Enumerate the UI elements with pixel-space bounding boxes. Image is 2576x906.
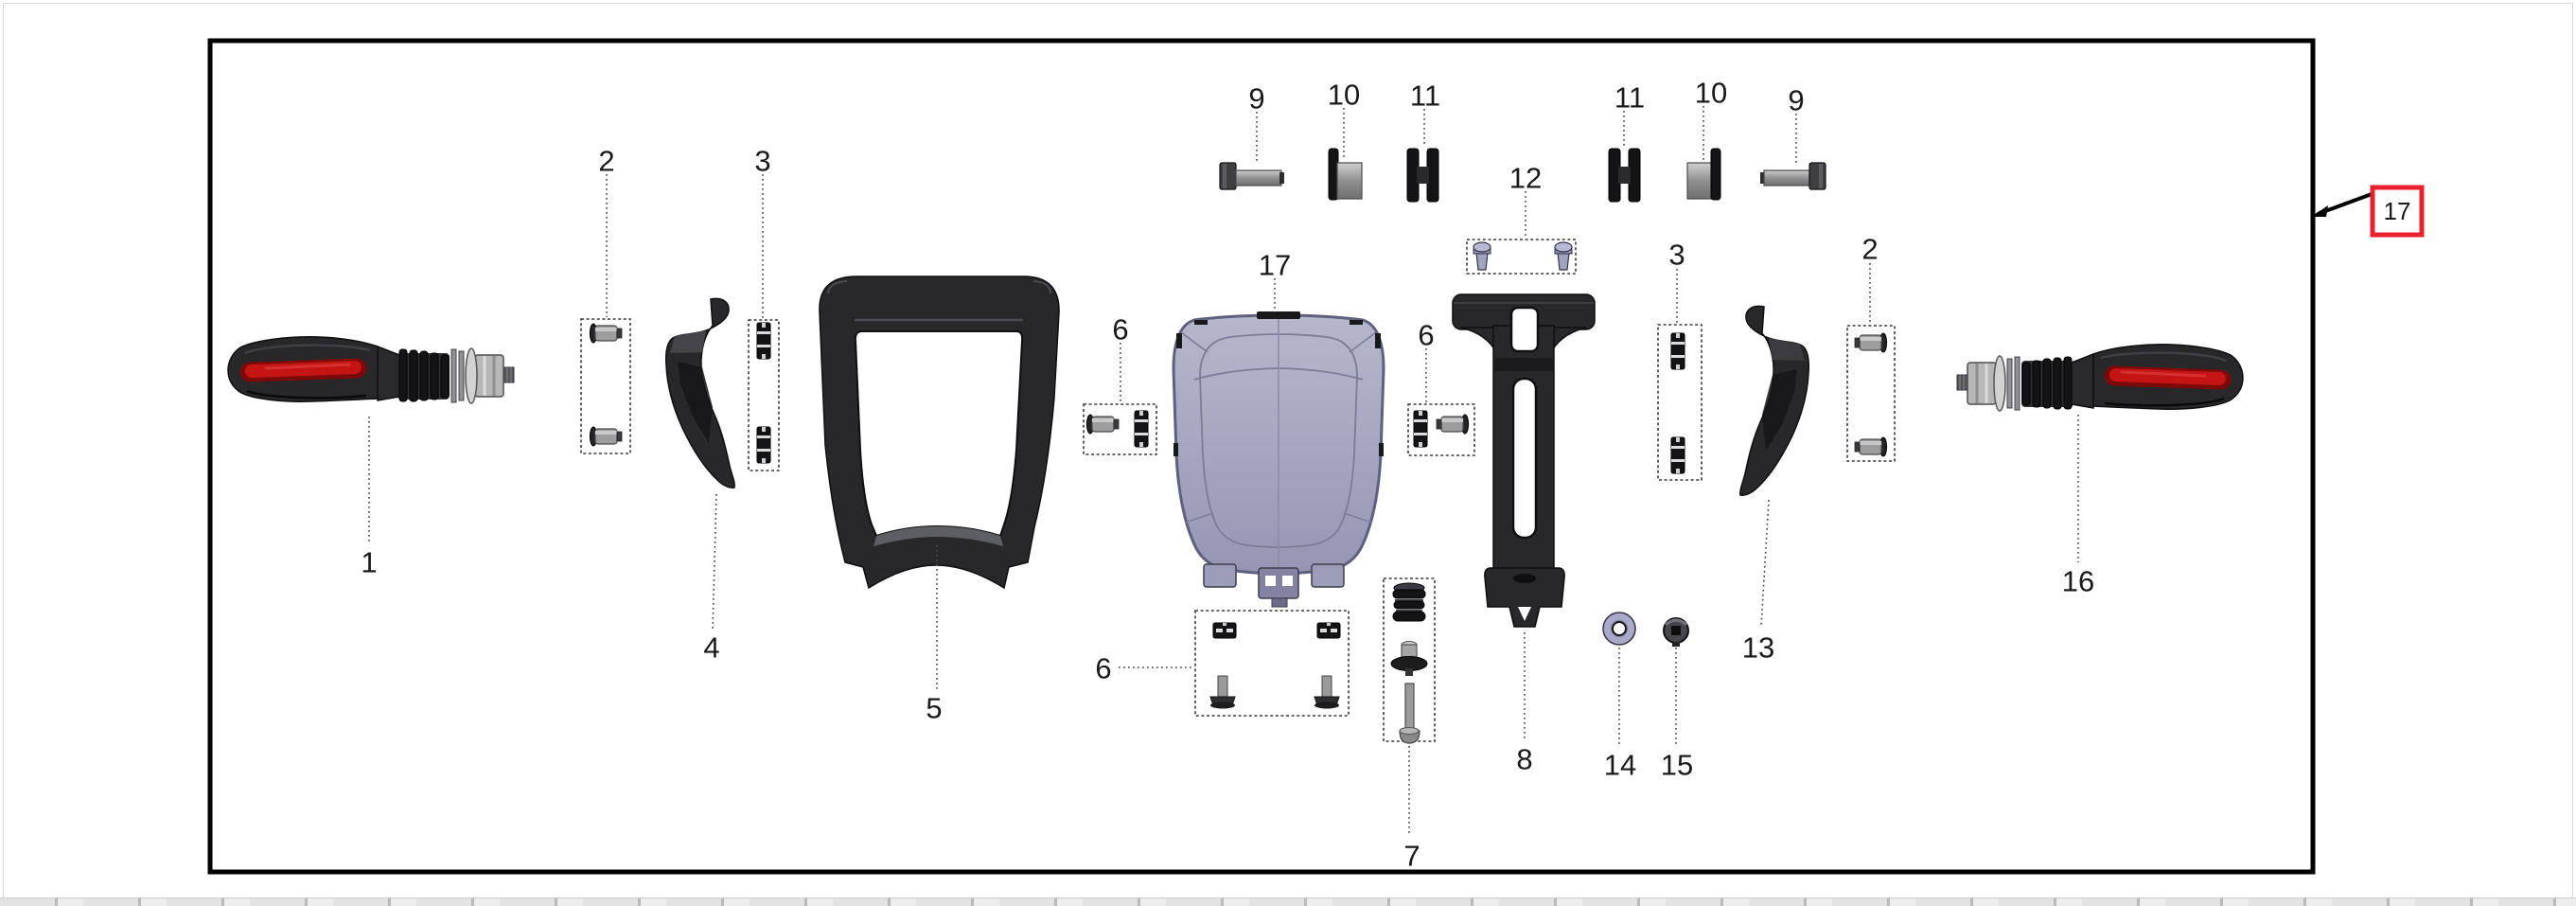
- diagram-frame-border: [207, 38, 2316, 875]
- callout-14-15: 14: [1604, 749, 1636, 782]
- callout-8-9: 8: [1516, 743, 1532, 776]
- part-6-hardware-box-bottom: [1194, 610, 1350, 717]
- callout-16-17: 16: [2062, 565, 2094, 598]
- callout-11-23: 11: [1614, 81, 1645, 115]
- callout-6-6: 6: [1418, 319, 1434, 352]
- part-9-screw-left: [1219, 162, 1284, 190]
- part-3-clip-box-left: [748, 319, 780, 471]
- part-5-headlight-mask: [819, 275, 1060, 590]
- part-2-screw-box-left: [580, 318, 631, 454]
- part-3-clip-box-right: [1657, 324, 1703, 481]
- callout-1-0: 1: [361, 546, 377, 579]
- callout-3-2: 3: [754, 145, 770, 178]
- part-2-screw-box-right: [1846, 325, 1896, 462]
- leader-line-14: [1760, 499, 1770, 628]
- callout-4-3: 4: [703, 631, 719, 665]
- part-10-bushing-left: [1328, 148, 1363, 201]
- callout-9-21: 9: [1788, 84, 1804, 117]
- callout-15-16: 15: [1661, 749, 1693, 782]
- part-15-nut: [1663, 617, 1689, 647]
- part-7-hardware-box: [1383, 577, 1436, 744]
- callout-3-20: 3: [1668, 239, 1685, 272]
- callout-13-14: 13: [1742, 631, 1774, 665]
- part-17-headlight-lens: [1172, 311, 1385, 608]
- callout-6-5: 6: [1112, 313, 1128, 346]
- part-16-turn-signal-right: [1957, 345, 2243, 411]
- part-12-screw-box: [1466, 239, 1577, 275]
- callout-12-13: 12: [1509, 162, 1542, 195]
- part-8-mounting-stay: [1452, 293, 1596, 628]
- leader-lines: [368, 106, 2079, 835]
- callout-2-19: 2: [1861, 233, 1878, 266]
- part-9-screw-right: [1760, 162, 1826, 190]
- ref-box-outline: [2370, 185, 2425, 238]
- part-11-grommet-left: [1406, 148, 1439, 203]
- part-4-bracket-left: [665, 297, 735, 489]
- part-10-bushing-right: [1686, 148, 1721, 201]
- part-13-bracket-right: [1739, 305, 1809, 496]
- page-bottom-cutoff-strip: [0, 897, 2576, 906]
- callout-6-7: 6: [1095, 652, 1111, 685]
- callout-2-1: 2: [598, 145, 614, 178]
- callout-5-4: 5: [926, 692, 942, 725]
- callout-10-11: 10: [1328, 79, 1360, 112]
- part-11-grommet-right: [1608, 148, 1641, 203]
- ref-box-label: 17: [2384, 197, 2411, 225]
- part-1-turn-signal-left: [228, 337, 514, 403]
- ref-box-17: 17: [2311, 185, 2425, 238]
- callout-10-22: 10: [1695, 77, 1727, 110]
- part-14-washer: [1602, 612, 1636, 646]
- callout-17-18: 17: [1259, 249, 1291, 282]
- callout-11-12: 11: [1410, 80, 1440, 113]
- leader-line-3: [712, 493, 717, 631]
- part-6-hardware-box-left: [1083, 403, 1157, 455]
- callout-9-10: 9: [1248, 82, 1264, 115]
- part-6-hardware-box-right: [1407, 403, 1475, 456]
- callout-7-8: 7: [1403, 840, 1420, 873]
